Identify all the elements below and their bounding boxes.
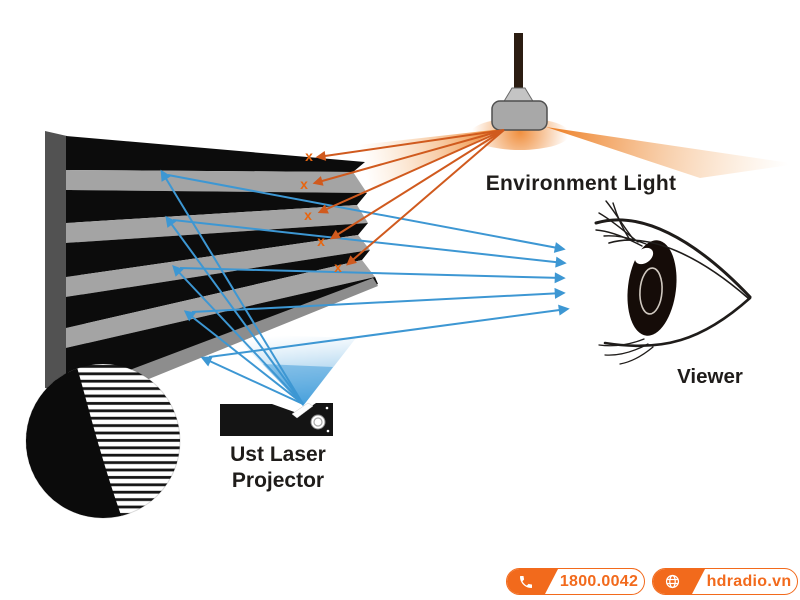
- inset-dark-half: [26, 364, 122, 518]
- screen-bottom-rim: [90, 278, 378, 400]
- reflected-rays-to-viewer: [167, 174, 570, 358]
- screen-surface-closeup-icon: [25, 363, 181, 519]
- eye-upper-lid: [594, 218, 752, 299]
- viewer-label: Viewer: [677, 365, 743, 388]
- phone-icon: [507, 569, 558, 594]
- blue-ray-line: [167, 174, 566, 253]
- reject-x-mark: x: [304, 207, 312, 223]
- blue-ray-line: [191, 287, 566, 313]
- orange-ray-line: [346, 129, 505, 266]
- eye-upper-lid-inner: [608, 239, 749, 299]
- screen-gray-face: [66, 260, 375, 348]
- phone-number: 1800.0042: [559, 572, 639, 590]
- blue-ray-line: [179, 267, 566, 284]
- ceiling-lamp-icon: [491, 33, 548, 131]
- projector-lens: [310, 414, 326, 430]
- light-fan-left: [350, 129, 502, 190]
- blue-ray-line: [160, 169, 304, 405]
- environment-light-rays: [312, 129, 505, 266]
- reject-marks: x x x x x: [300, 148, 342, 275]
- eye-highlight: [634, 247, 654, 265]
- inset-circle-edge: [25, 363, 181, 519]
- orange-ray-line: [312, 129, 505, 186]
- screen-gray-face: [66, 170, 367, 193]
- blue-ray-line: [183, 310, 304, 405]
- reject-x-mark: x: [334, 259, 342, 275]
- projector-label-line2: Projector: [232, 469, 324, 492]
- lamp-body: [491, 100, 548, 131]
- blue-ray-line: [208, 304, 570, 358]
- orange-ray-line: [329, 129, 505, 240]
- screen-black-face: [66, 277, 378, 390]
- screen-black-face: [66, 136, 365, 172]
- reject-x-mark: x: [305, 148, 313, 164]
- projector-incident-rays: [160, 169, 304, 405]
- projector-screw: [326, 429, 330, 433]
- orange-ray-line: [317, 129, 505, 214]
- website-badge[interactable]: hdradio.vn: [652, 568, 798, 595]
- eye-iris: [627, 240, 677, 336]
- globe-icon: [653, 569, 705, 594]
- projector-screw: [325, 406, 329, 410]
- eye-lashes-lower: [598, 338, 654, 365]
- eye-lashes-upper: [595, 200, 647, 247]
- blue-ray-line: [165, 215, 304, 405]
- eye-lower-lid: [603, 296, 752, 348]
- projector-lens-ring: [313, 417, 323, 427]
- phone-badge[interactable]: 1800.0042: [506, 568, 645, 595]
- projector-aperture: [291, 402, 314, 419]
- projector-label-line1: Ust Laser: [230, 443, 326, 466]
- orange-ray-line: [315, 129, 505, 161]
- lamp-rod: [514, 33, 523, 93]
- website-url: hdradio.vn: [706, 572, 792, 590]
- blue-ray-line: [172, 264, 304, 405]
- blue-ray-line: [200, 356, 304, 405]
- environment-light-label: Environment Light: [486, 172, 677, 195]
- screen-black-face: [66, 223, 368, 277]
- viewer-eye-icon: [594, 200, 752, 365]
- light-fan-right: [546, 127, 797, 178]
- blue-ray-line: [172, 219, 567, 268]
- reject-x-mark: x: [317, 233, 325, 249]
- eye-lens-ring: [639, 267, 663, 315]
- ust-projector-icon: [220, 402, 333, 436]
- reject-x-mark: x: [300, 176, 308, 192]
